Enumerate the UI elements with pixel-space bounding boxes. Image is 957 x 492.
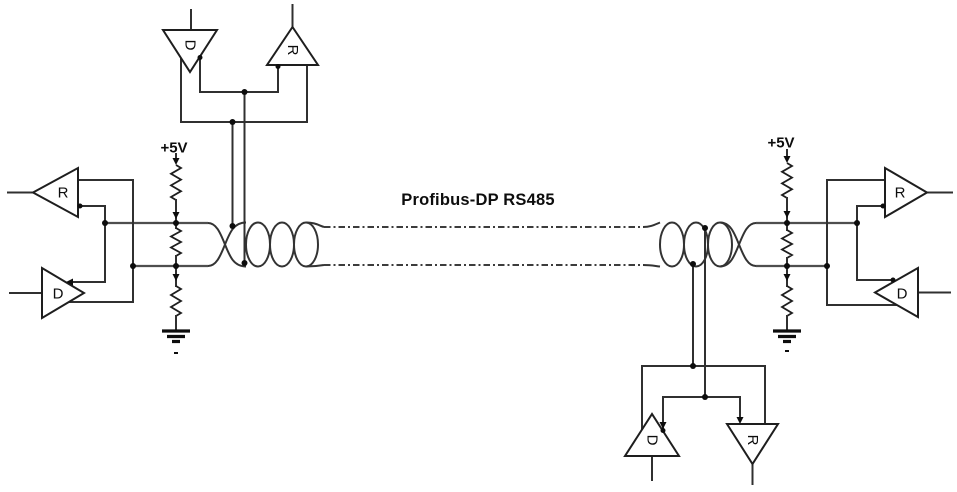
resistor [780, 229, 794, 259]
receiver-label: R [58, 185, 69, 202]
down-arrow-icon [172, 212, 180, 219]
coil-cross-wire [719, 222, 757, 268]
left-terminator: +5V [160, 140, 190, 354]
driver-label: D [897, 286, 908, 303]
signal-arrow-icon [659, 422, 667, 429]
junction-dot [197, 55, 203, 60]
down-arrow-icon [172, 274, 180, 281]
coil-cross-wire [207, 221, 247, 267]
junction-dot [241, 260, 248, 266]
coil-loop [293, 221, 319, 268]
receiver-label: R [744, 435, 761, 446]
resistor [169, 285, 183, 317]
driver-label: D [644, 435, 661, 446]
junction-dot [173, 220, 179, 226]
coil-cross-wire [719, 221, 757, 267]
resistor [169, 227, 183, 257]
down-arrow-icon [172, 158, 180, 165]
junction-dot [229, 223, 236, 229]
coil-entry-wire [642, 264, 661, 268]
receiver-triangle [265, 25, 320, 66]
junction-dot [702, 394, 708, 400]
down-arrow-icon [783, 274, 791, 281]
junction-dot [102, 220, 108, 226]
receiver-triangle [884, 166, 929, 219]
resistor [169, 164, 183, 201]
left-station: R D [7, 166, 136, 320]
resistor [780, 285, 794, 317]
supply-label: +5V [160, 140, 187, 157]
junction-dot [173, 263, 179, 269]
twisted-pair-coil-right [642, 221, 757, 268]
junction-dot [824, 263, 830, 269]
receiver-triangle [725, 423, 780, 466]
supply-label: +5V [767, 135, 794, 152]
coil-loop [245, 221, 271, 268]
bus: Profibus-DP RS485 [105, 191, 857, 268]
right-terminator: +5V [767, 135, 801, 352]
bus-label: Profibus-DP RS485 [401, 191, 554, 209]
junction-dot [77, 203, 83, 209]
driver-label: D [182, 40, 199, 51]
junction-dot [854, 220, 860, 226]
down-arrow-icon [783, 156, 791, 163]
junction-dot [130, 263, 136, 269]
receiver-label: R [895, 185, 906, 202]
junction-dot [880, 203, 886, 209]
coil-cross-wire [207, 222, 247, 268]
ground-icon [773, 329, 801, 352]
coil-entry-wire [642, 221, 661, 228]
junction-dot [229, 119, 236, 125]
driver-triangle [872, 266, 919, 319]
driver-triangle [41, 266, 86, 320]
junction-dot [241, 89, 248, 95]
signal-arrow-icon [736, 417, 744, 424]
junction-dot [660, 428, 666, 433]
junction-dot [275, 64, 281, 69]
coil-loop [269, 221, 295, 268]
wire [641, 365, 766, 431]
junction-dot [690, 261, 696, 267]
driver-triangle [161, 29, 219, 74]
junction-dot [702, 225, 708, 231]
junction-dot [784, 263, 790, 269]
receiver-label: R [284, 45, 301, 56]
right-station: R D [824, 166, 953, 319]
bottom-station: D R [623, 225, 780, 485]
junction-dot [784, 220, 790, 226]
receiver-triangle [30, 166, 79, 219]
signal-arrow-icon [66, 278, 73, 286]
top-station: D R [161, 4, 320, 266]
twisted-pair-coil-left [207, 221, 325, 268]
junction-dot [690, 363, 696, 369]
driver-triangle [623, 412, 681, 457]
ground-icon [162, 329, 190, 354]
driver-label: D [53, 286, 64, 303]
coil-exit-wire [305, 221, 325, 228]
wire [199, 56, 279, 93]
resistor [780, 162, 794, 199]
wire [662, 396, 741, 429]
coil-loop [707, 221, 733, 268]
coil-loop [659, 221, 685, 268]
coil-exit-wire [305, 264, 325, 268]
junction-dot [890, 277, 896, 283]
down-arrow-icon [783, 211, 791, 218]
